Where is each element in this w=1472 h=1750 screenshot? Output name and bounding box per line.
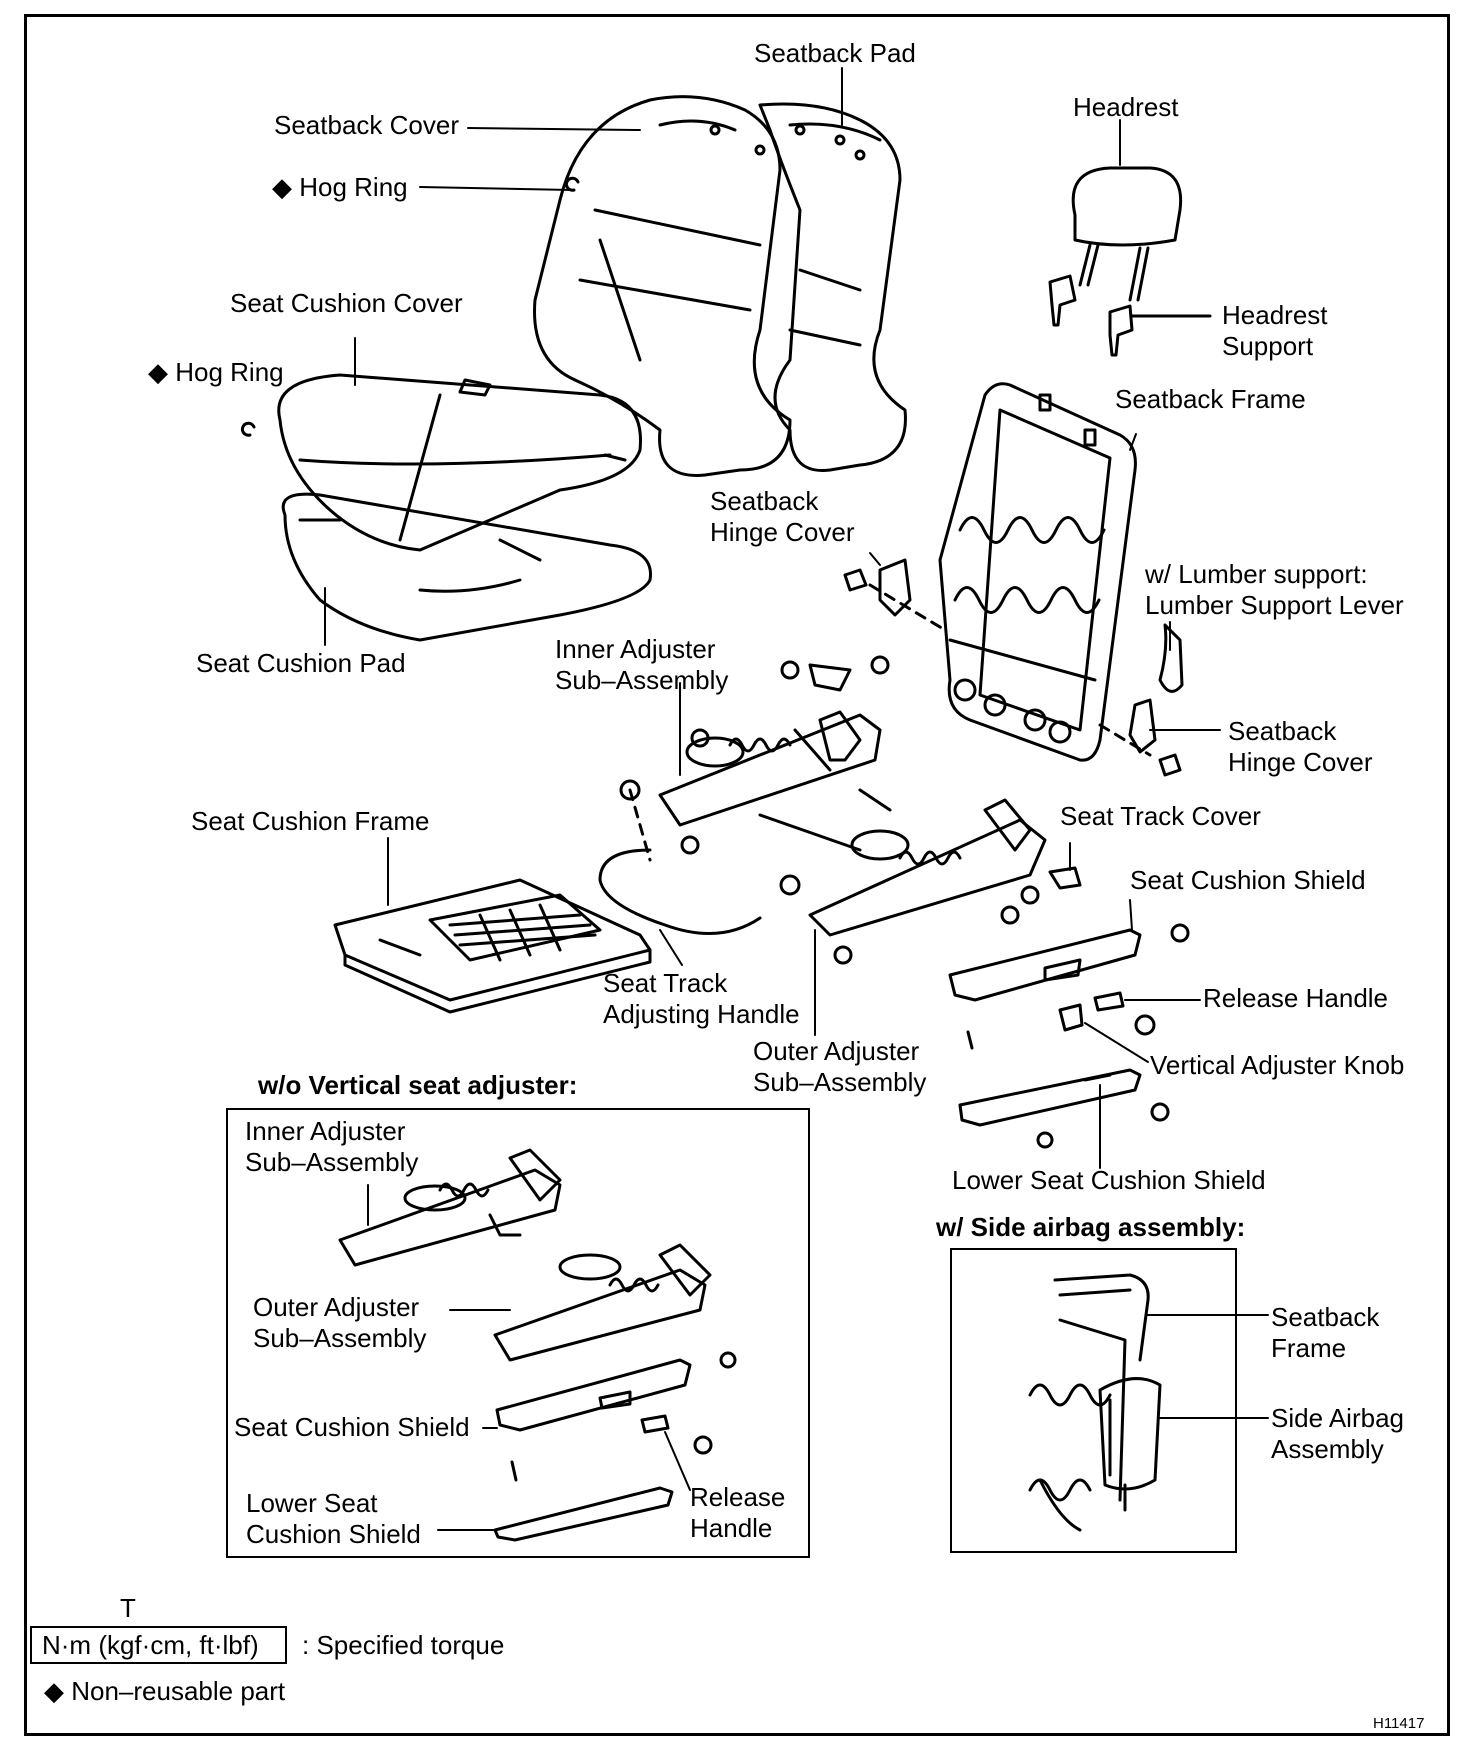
diamond-icon: ◆: [272, 172, 292, 202]
label-seatback-frame: Seatback Frame: [1115, 384, 1306, 414]
inset-airbag-drawing: [1028, 1273, 1269, 1532]
inset-airbag-heading: w/ Side airbag assembly:: [936, 1212, 1246, 1242]
torque-units-box: N·m (kgf·cm, ft·lbf): [30, 1626, 287, 1664]
label-seatback-cover: Seatback Cover: [274, 110, 459, 140]
label-seat-track-handle: Seat Track Adjusting Handle: [603, 968, 800, 1029]
label-seat-cushion-pad: Seat Cushion Pad: [196, 648, 406, 678]
label-seatback-hinge-cover-b: Seatback Hinge Cover: [1228, 716, 1373, 777]
label-hog-ring-top: ◆ Hog Ring: [272, 172, 408, 202]
label-release-handle: Release Handle: [1203, 983, 1389, 1013]
hinge-cover-drawing: [843, 558, 1184, 777]
outer-adjuster-drawing: [758, 788, 1047, 937]
legend-nonreusable: ◆ Non–reusable part: [44, 1676, 286, 1706]
inset-label-seatback-frame: Seatback Frame: [1271, 1302, 1380, 1363]
frame-bolts-drawing: [953, 678, 1072, 744]
label-outer-adjuster: Outer Adjuster Sub–Assembly: [753, 1036, 927, 1097]
hog-ring-drawing: [564, 176, 580, 192]
seatback-frame-drawing: [938, 382, 1137, 762]
release-handle-drawing: [1093, 991, 1125, 1012]
label-seat-cushion-frame: Seat Cushion Frame: [191, 806, 430, 836]
seat-cushion-shield-drawing: [948, 928, 1142, 1002]
label-hog-ring-left: ◆ Hog Ring: [148, 357, 284, 387]
inset-wo-heading: w/o Vertical seat adjuster:: [258, 1070, 578, 1100]
inset-label-release-handle: Release Handle: [690, 1482, 786, 1543]
seatback-pad-drawing: [709, 102, 907, 472]
seat-cushion-frame-drawing: [333, 878, 652, 1014]
lower-shield-drawing: [958, 1068, 1142, 1127]
label-seat-cushion-cover: Seat Cushion Cover: [230, 288, 463, 318]
torque-description: : Specified torque: [302, 1630, 505, 1660]
leader-lines: [324, 67, 1221, 1169]
inset-airbag-box: [950, 1248, 1237, 1553]
inset-wo-box: [226, 1108, 810, 1558]
diagram-border: [24, 14, 1450, 1736]
inset-wo-vertical-drawing: [338, 1148, 737, 1542]
label-seat-cushion-shield: Seat Cushion Shield: [1130, 865, 1366, 895]
hog-ring-drawing: [240, 421, 256, 437]
inset-label-lower-shield: Lower Seat Cushion Shield: [246, 1488, 421, 1549]
inset-label-seat-cushion-shield: Seat Cushion Shield: [234, 1412, 470, 1442]
label-vertical-adjuster-knob: Vertical Adjuster Knob: [1150, 1050, 1405, 1080]
label-seat-track-cover: Seat Track Cover: [1060, 801, 1261, 831]
seatback-cover-drawing: [533, 95, 792, 477]
seat-cushion-pad-drawing: [281, 492, 652, 642]
headrest-drawing: [1048, 166, 1212, 357]
label-inner-adjuster: Inner Adjuster Sub–Assembly: [555, 634, 729, 695]
inset-label-inner-adjuster: Inner Adjuster Sub–Assembly: [245, 1116, 419, 1177]
diamond-icon: ◆: [44, 1676, 64, 1706]
label-headrest: Headrest: [1073, 92, 1179, 122]
label-lower-seat-cushion-shield: Lower Seat Cushion Shield: [952, 1165, 1266, 1195]
label-seatback-hinge-cover-a: Seatback Hinge Cover: [710, 486, 855, 547]
inset-label-outer-adjuster: Outer Adjuster Sub–Assembly: [253, 1292, 427, 1353]
label-seatback-pad: Seatback Pad: [754, 38, 916, 68]
diamond-icon: ◆: [148, 357, 168, 387]
label-lumber-support: w/ Lumber support: Lumber Support Lever: [1145, 559, 1404, 620]
seat-cushion-cover-drawing: [277, 373, 642, 552]
inner-adjuster-drawing: [658, 710, 882, 827]
figure-code: H11417: [1373, 1715, 1425, 1732]
torque-marker: T: [120, 1593, 136, 1623]
inset-label-side-airbag: Side Airbag Assembly: [1271, 1403, 1404, 1464]
vertical-knob-drawing: [1058, 1003, 1084, 1032]
seat-track-handle-drawing: [598, 848, 762, 935]
label-headrest-support: Headrest Support: [1222, 300, 1328, 361]
